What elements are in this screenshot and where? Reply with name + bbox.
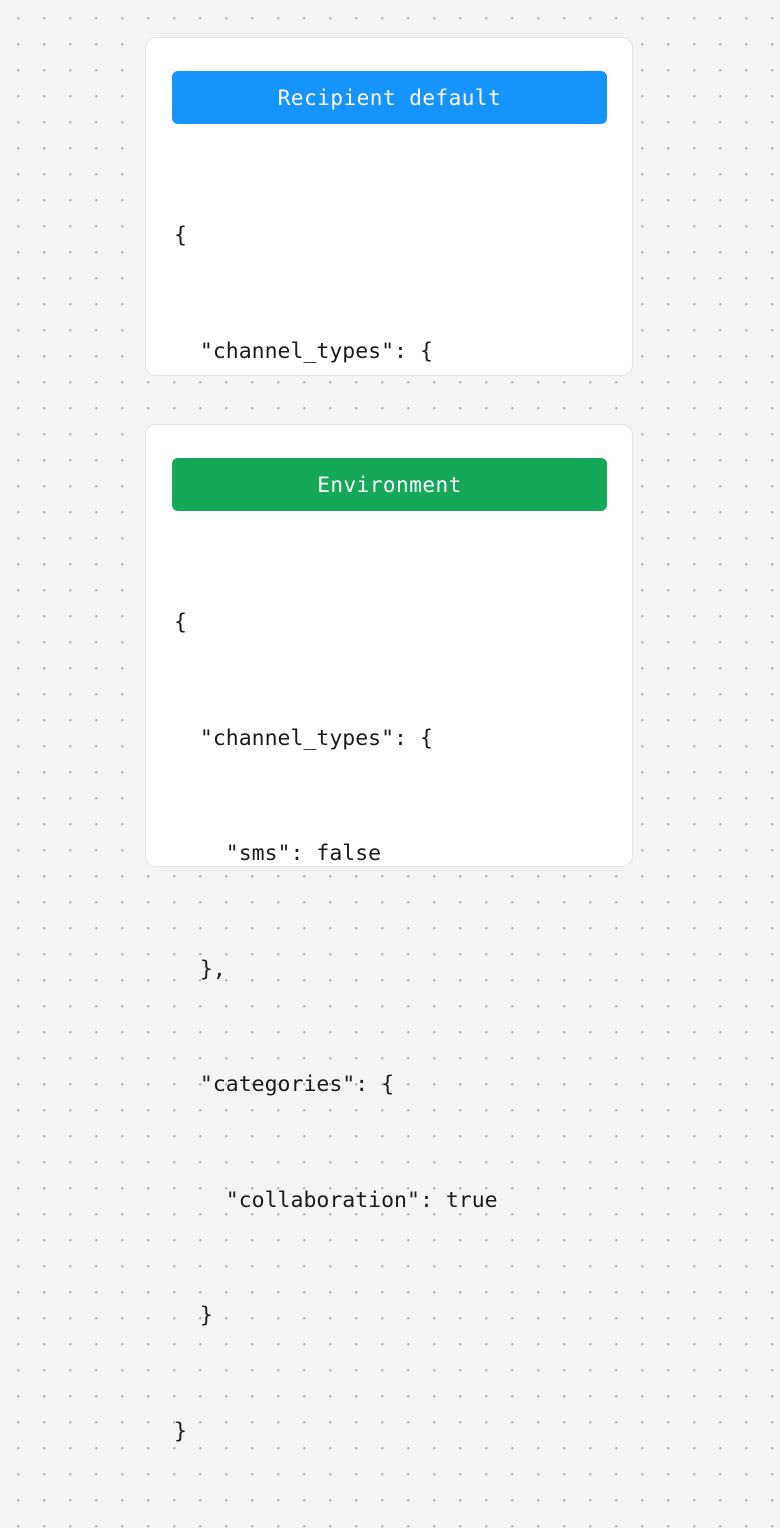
card-environment[interactable]: Environment { "channel_types": { "sms": … bbox=[145, 424, 633, 1444]
code-line: }, bbox=[174, 956, 226, 982]
card-recipient-default[interactable]: Recipient default { "channel_types": { "… bbox=[145, 37, 633, 710]
code-line: } bbox=[174, 1303, 213, 1328]
code-line: "categories": { bbox=[174, 1072, 395, 1097]
card-header-badge-recipient-default: Recipient default bbox=[172, 71, 607, 124]
code-line: { bbox=[174, 610, 187, 635]
diagram-canvas: Recipient default { "channel_types": { "… bbox=[145, 37, 633, 1444]
code-line: } bbox=[174, 1418, 187, 1444]
code-line: "sms": false bbox=[174, 841, 382, 866]
code-line: { bbox=[174, 223, 187, 248]
code-line: "channel_types": { bbox=[174, 338, 433, 364]
code-line: "collaboration": true bbox=[174, 1187, 498, 1213]
json-code-block-environment: { "channel_types": { "sms": false }, "ca… bbox=[174, 527, 618, 1528]
card-header-badge-environment: Environment bbox=[172, 458, 607, 511]
code-line: "channel_types": { bbox=[174, 725, 433, 751]
